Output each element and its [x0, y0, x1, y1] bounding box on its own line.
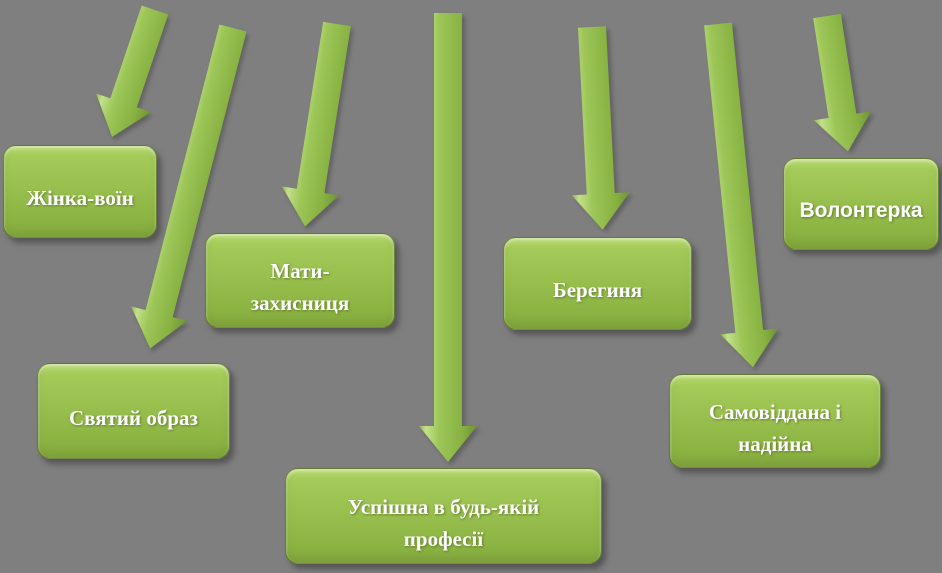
box-label: Жінка-воїн [26, 186, 134, 210]
box-maty-zakhysnytsia: Мати- захисниця [205, 233, 395, 328]
box-label: Берегиня [552, 278, 643, 302]
box-label: Успішна в будь-якій професії [347, 494, 540, 551]
box-label: Волонтерка [799, 198, 923, 222]
arrow-down-icon [704, 22, 779, 368]
box-label: Святий образ [69, 405, 198, 430]
arrow-down-icon [281, 21, 351, 227]
arrow-to-berehynia [562, 25, 633, 231]
arrow-down-icon [96, 5, 169, 137]
box-zhinka-voin: Жінка-воїн [3, 145, 157, 238]
arrow-down-icon [131, 24, 247, 349]
arrow-down-icon [813, 13, 872, 152]
box-volonterka: Волонтерка [783, 158, 939, 250]
arrow-to-zhinka-voin [84, 0, 184, 146]
arrow-to-volonterka [797, 11, 877, 156]
arrow-to-samoviddana-nadiina [688, 21, 783, 370]
arrow-to-uspishna-profesiia [418, 13, 478, 462]
arrow-down-icon [419, 13, 477, 462]
box-berehynia: Берегиня [503, 237, 692, 330]
box-uspishna-profesiia: Успішна в будь-якій професії [285, 468, 602, 564]
box-samoviddana-nadiina: Самовіддана і надійна [669, 374, 881, 468]
arrow-to-sviatyi-obraz [121, 20, 262, 355]
box-sviatyi-obraz: Святий образ [37, 363, 230, 459]
box-label: Мати- захисниця [250, 259, 350, 315]
box-label: Самовіддана і надійна [708, 399, 842, 456]
arrow-down-icon [571, 26, 630, 230]
arrow-to-maty-zakhysnytsia [275, 19, 366, 231]
